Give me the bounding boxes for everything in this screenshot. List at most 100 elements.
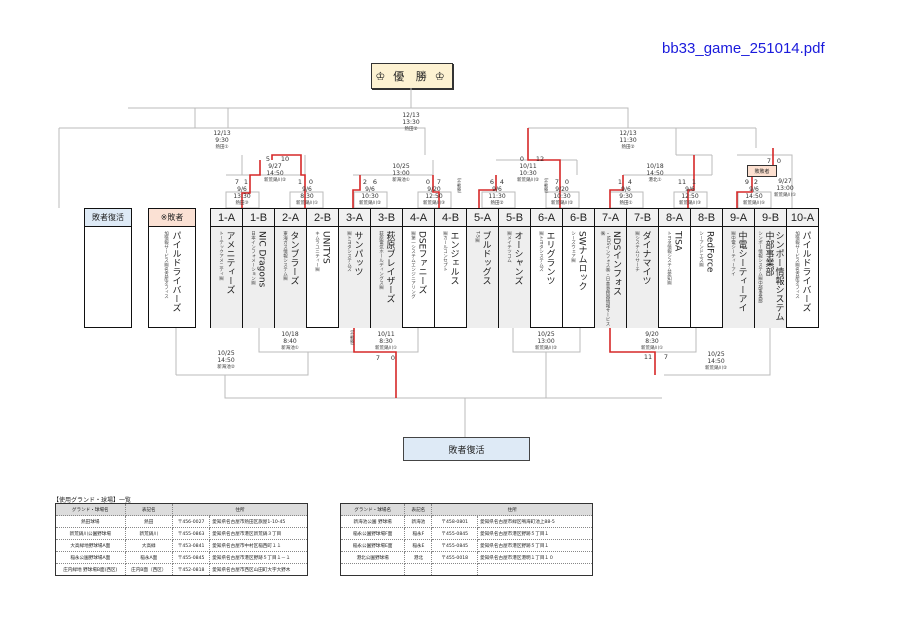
score: 4 <box>499 178 505 186</box>
match-date: 10/18 <box>646 163 664 170</box>
team-name: 中電シーティーアイ <box>736 231 747 312</box>
team-code: 5-A <box>467 209 498 227</box>
match-venue: 新荒鍋川① <box>640 346 664 351</box>
team-company: ㈱システムリサーチ <box>634 231 640 272</box>
team-name: タンブラーズ <box>288 231 299 285</box>
match-date: 10/18 <box>281 331 299 338</box>
match-venue: 熱田② <box>404 127 418 132</box>
table-cell: 愛知県名古屋市西区山田町大字大野木 <box>209 563 308 576</box>
walkover-note: (不戦勝) <box>544 178 549 194</box>
table-cell: 〒455-0845 <box>431 527 479 540</box>
team-name: RedForce <box>704 231 715 273</box>
team-company: ・NDSインフォス㈱・日本事務器情報サービス㈱ <box>600 231 610 327</box>
team-company: ㈱中電シーティーアイ <box>730 231 736 276</box>
match-time: 10:30 <box>519 170 537 177</box>
revival-side-box: 敗者復活 <box>84 208 132 328</box>
match-venue: 新荒鍋川③ <box>678 201 702 206</box>
column-header: 表記名 <box>404 503 433 516</box>
match-time: 13:00 <box>776 185 794 192</box>
match-date: 9/6 <box>237 186 247 193</box>
table-cell: 大高緑 <box>124 539 173 552</box>
match-venue: 新海池① <box>392 178 410 183</box>
table-cell: 新海池公園 野球場 <box>339 515 406 528</box>
table-cell: 〒452-0818 <box>171 563 211 576</box>
team-company: シンポー情報システム㈱中部事業部 <box>757 231 763 303</box>
team-code: 8-A <box>659 209 690 227</box>
match-venue: 新海池① <box>281 346 299 351</box>
match-venue: 新荒鍋川① <box>773 193 797 198</box>
team-code: 1-B <box>243 209 274 227</box>
team-company: キムラユニティー㈱ <box>314 231 320 272</box>
match-date: 10/25 <box>217 350 235 357</box>
match-time: 12:50 <box>425 193 443 200</box>
match-time: 14:50 <box>745 193 763 200</box>
match-date: 12/13 <box>213 130 231 137</box>
table-cell: 大高緑地野球場A面 <box>55 539 126 552</box>
score: 0 <box>519 155 525 163</box>
match-time: 13:00 <box>537 338 555 345</box>
table-cell: 港北公園野球場 <box>339 551 406 564</box>
team-name: アメニティーズ <box>224 231 235 294</box>
team-code: 3-A <box>339 209 370 227</box>
score: 7 <box>766 157 772 165</box>
match-venue: 熱田② <box>621 145 635 150</box>
table-row <box>339 563 593 576</box>
score: 7 <box>554 178 560 186</box>
team-name: ダイナマイツ <box>640 231 651 285</box>
column-header: グランド・球場名 <box>339 503 406 516</box>
team-name: NIC Dragons <box>256 231 267 288</box>
match-venue: 新荒鍋川③ <box>422 201 446 206</box>
score: 6 <box>489 178 495 186</box>
match-time: 11:30 <box>619 137 637 144</box>
score: 1 <box>297 178 303 186</box>
column-header: 住所 <box>171 503 309 516</box>
table-cell: 稲永公園野球場E面 <box>339 539 406 552</box>
score: 9 <box>744 178 750 186</box>
team-code: 7-A <box>595 209 626 227</box>
match-time: 11:30 <box>488 193 506 200</box>
match-time: 8:30 <box>645 338 659 345</box>
match-date: 12/13 <box>402 112 420 119</box>
score: 10 <box>280 155 290 163</box>
table-cell: 熱田球場 <box>55 515 126 528</box>
team-name: ブルドッグス <box>480 231 491 285</box>
revival-box: 敗者復活 <box>403 437 530 461</box>
score: 0 <box>308 178 314 186</box>
champion-box: ♔ 優 勝 ♔ <box>371 63 453 89</box>
match-date: 9/6 <box>621 186 631 193</box>
team-column: 9-A 中電シーティーアイ㈱中電シーティーアイ <box>722 208 755 328</box>
match-time: 14:50 <box>217 357 235 364</box>
team-code: 9-A <box>723 209 754 227</box>
grounds-title: 【使用グランド・球場】一覧 <box>53 497 132 504</box>
match-date: 12/13 <box>619 130 637 137</box>
match-time: 9:30 <box>619 193 633 200</box>
table-cell: 〒456-0027 <box>171 515 211 528</box>
team-code: 2-B <box>307 209 338 227</box>
match-time: 14:50 <box>646 170 664 177</box>
match-date: 9/27 <box>268 163 282 170</box>
table-cell: 愛知県名古屋市緑区鳴海町池上88-5 <box>477 515 593 528</box>
score: 2 <box>362 178 368 186</box>
match-date: 9/20 <box>645 331 659 338</box>
team-company: 東海ガス情報システム㈱ <box>282 231 288 281</box>
table-cell: 愛知県名古屋市港区新荒鍋３丁目 <box>209 527 308 540</box>
